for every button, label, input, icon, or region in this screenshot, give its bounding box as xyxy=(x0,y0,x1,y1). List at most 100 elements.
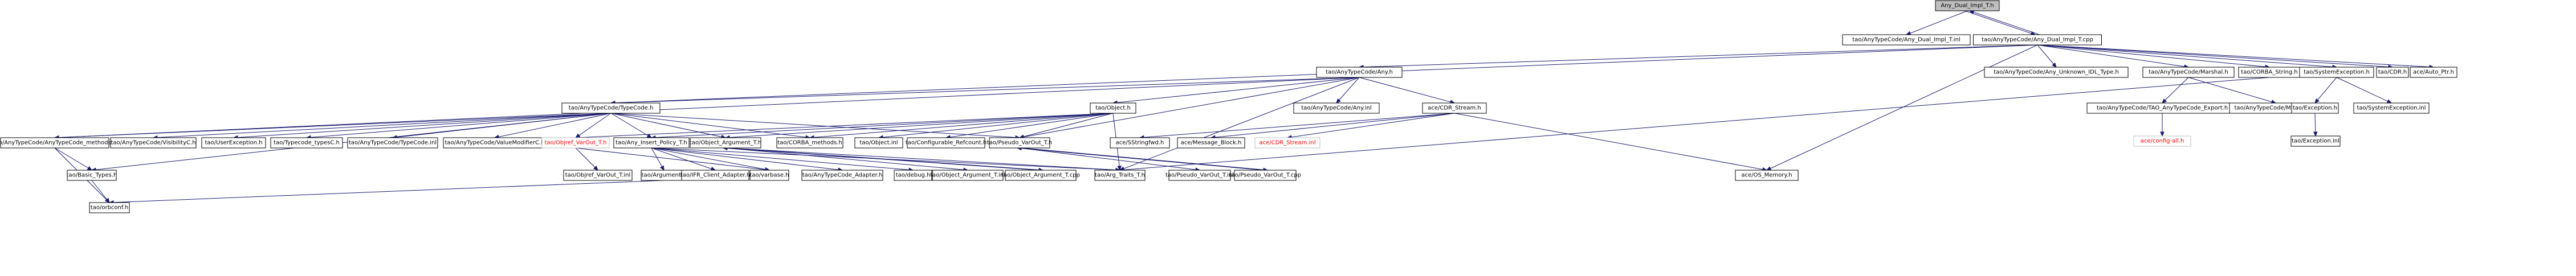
node-anytypecode_typecode_h[interactable]: tao/AnyTypeCode/TypeCode.h xyxy=(561,102,661,114)
node-box[interactable] xyxy=(854,137,903,149)
node-anytypecode_any_h[interactable]: tao/AnyTypeCode/Any.h xyxy=(1316,67,1403,78)
node-arg_traits_t_h[interactable]: tao/Arg_Traits_T.h xyxy=(1094,170,1146,181)
node-box[interactable] xyxy=(1168,170,1231,181)
node-box[interactable] xyxy=(563,170,633,181)
node-ace_auto_ptr_h[interactable]: ace/Auto_Ptr.h xyxy=(2410,67,2457,78)
node-box[interactable] xyxy=(776,137,843,149)
node-box[interactable] xyxy=(1234,170,1297,181)
node-box[interactable] xyxy=(2353,102,2430,114)
node-box[interactable] xyxy=(541,137,610,149)
node-box[interactable] xyxy=(894,170,932,181)
node-userexception_h[interactable]: tao/UserException.h xyxy=(201,137,266,149)
node-orbconf_h[interactable]: tao/orbconf.h xyxy=(89,202,130,213)
node-corba_methods_h[interactable]: tao/CORBA_methods.h xyxy=(776,137,843,149)
node-pseudo_varout_t_cpp[interactable]: tao/Pseudo_VarOut_T.cpp xyxy=(1229,170,1301,181)
node-objref_var_out_t_h[interactable]: tao/Objref_VarOut_T.h xyxy=(541,137,610,149)
edge-line xyxy=(2336,77,2392,104)
edge-arrowhead xyxy=(1905,31,1911,35)
node-anytypecode_adapter_h[interactable]: tao/AnyTypeCode_Adapter.h xyxy=(801,170,883,181)
node-ace_message_block_h[interactable]: ace/Message_Block.h xyxy=(1177,137,1245,149)
edge-exception_h-to-exception_inl xyxy=(2313,113,2318,137)
node-object_argument_t_cpp[interactable]: tao/Object_Argument_T.cpp xyxy=(1001,170,1080,181)
node-basic_types_h[interactable]: tao/Basic_Types.h xyxy=(67,170,117,181)
node-anytypecode_tao_anytypecode_export_h[interactable]: tao/AnyTypeCode/TAO_AnyTypeCode_Export.h xyxy=(2086,102,2238,114)
node-anytypecode_visibilityc_h[interactable]: tao/AnyTypeCode/VisibilityC.h xyxy=(110,137,197,149)
node-box[interactable] xyxy=(1984,67,2129,78)
node-box[interactable] xyxy=(2410,67,2457,78)
node-anytypecode_any_dual_impl_t_cpp[interactable]: tao/AnyTypeCode/Any_Dual_Impl_T.cpp xyxy=(1973,34,2102,46)
node-systemexception_h[interactable]: tao/SystemException.h xyxy=(2299,67,2374,78)
node-box[interactable] xyxy=(1973,34,2102,46)
node-box[interactable] xyxy=(110,137,197,149)
node-anytypecode_anytypecode_methods_h[interactable]: tao/AnyTypeCode/AnyTypeCode_methods.h xyxy=(0,137,116,149)
node-box[interactable] xyxy=(2142,67,2235,78)
node-typecode_typesc_h[interactable]: tao/Typecode_typesC.h xyxy=(270,137,343,149)
node-box[interactable] xyxy=(613,137,690,149)
node-ace_cdr_stream_h[interactable]: ace/CDR_Stream.h xyxy=(1422,102,1487,114)
node-ace_config_all_h[interactable]: ace/config-all.h xyxy=(2133,135,2191,147)
node-box[interactable] xyxy=(1110,137,1170,149)
node-anytypecode_typecode_inl[interactable]: tao/AnyTypeCode/TypeCode.inl xyxy=(347,137,438,149)
node-box[interactable] xyxy=(1735,170,1799,181)
node-box[interactable] xyxy=(989,137,1050,149)
node-exception_h[interactable]: tao/Exception.h xyxy=(2291,102,2339,114)
node-box[interactable] xyxy=(1293,102,1380,114)
node-anytypecode_any_inl[interactable]: tao/AnyTypeCode/Any.inl xyxy=(1293,102,1380,114)
node-box[interactable] xyxy=(1316,67,1403,78)
node-box[interactable] xyxy=(347,137,438,149)
node-box[interactable] xyxy=(681,170,749,181)
node-box[interactable] xyxy=(1422,102,1487,114)
node-box[interactable] xyxy=(270,137,343,149)
node-box[interactable] xyxy=(2299,67,2374,78)
node-box[interactable] xyxy=(1094,170,1146,181)
node-box[interactable] xyxy=(932,170,1004,181)
node-object_argument_t_h[interactable]: tao/Object_Argument_T.h xyxy=(690,137,761,149)
node-box[interactable] xyxy=(907,137,985,149)
node-anytypecode_valuemodifierc_h[interactable]: tao/AnyTypeCode/ValueModifierC.h xyxy=(443,137,547,149)
node-box[interactable] xyxy=(2133,135,2191,147)
node-ace_sstringfwd_h[interactable]: ace/SStringfwd.h xyxy=(1110,137,1170,149)
node-box[interactable] xyxy=(1254,137,1320,149)
node-box[interactable] xyxy=(561,102,661,114)
node-configurable_refcount_h[interactable]: tao/Configurable_Refcount.h xyxy=(906,137,987,149)
node-box[interactable] xyxy=(67,170,117,181)
node-objref_varout_t_inl[interactable]: tao/Objref_VarOut_T.inl xyxy=(563,170,633,181)
node-pseudo_varout_t_h[interactable]: tao/Pseudo_VarOut_T.h xyxy=(987,137,1052,149)
node-anytypecode_any_dual_impl_t_inl[interactable]: tao/AnyTypeCode/Any_Dual_Impl_T.inl xyxy=(1842,34,1971,46)
node-pseudo_varout_t_inl[interactable]: tao/Pseudo_VarOut_T.inl xyxy=(1165,170,1234,181)
node-object_h[interactable]: tao/Object.h xyxy=(1090,102,1136,114)
node-box[interactable] xyxy=(690,137,761,149)
node-box[interactable] xyxy=(201,137,266,149)
node-anytypecode_any_unknown_idl_type_h[interactable]: tao/AnyTypeCode/Any_Unknown_IDL_Type.h xyxy=(1984,67,2129,78)
edge-anytypecode_tao_anytypecode_export_h-to-ace_config_all_h xyxy=(2160,113,2165,137)
node-box[interactable] xyxy=(0,137,109,149)
node-exception_inl[interactable]: tao/Exception.inl xyxy=(2290,135,2341,147)
node-box[interactable] xyxy=(1842,34,1971,46)
node-any_insert_policy_t_h[interactable]: tao/Any_Insert_Policy_T.h xyxy=(613,137,690,149)
edge-anytypecode_any_dual_impl_t_cpp-to-systemexception_h xyxy=(2037,44,2338,69)
node-varbase_h[interactable]: tao/varbase.h xyxy=(749,170,789,181)
node-ace_os_memory_h[interactable]: ace/OS_Memory.h xyxy=(1735,170,1799,181)
node-box[interactable] xyxy=(801,170,883,181)
node-box[interactable] xyxy=(2290,135,2341,147)
node-label: tao/IFR_Client_Adapter.h xyxy=(680,172,750,179)
node-ifr_client_adapter_h[interactable]: tao/IFR_Client_Adapter.h xyxy=(680,170,750,181)
node-debug_h[interactable]: tao/debug.h xyxy=(894,170,932,181)
node-box[interactable] xyxy=(2291,102,2339,114)
node-corba_string_h[interactable]: tao/CORBA_String.h xyxy=(2238,67,2301,78)
node-cdr_h[interactable]: tao/CDR.h xyxy=(2376,67,2409,78)
node-box[interactable] xyxy=(2376,67,2409,78)
node-ace_cdr_stream_inl[interactable]: ace/CDR_Stream.inl xyxy=(1254,137,1320,149)
node-object_argument_t_inl[interactable]: tao/Object_Argument_T.inl xyxy=(930,170,1005,181)
node-box[interactable] xyxy=(1090,102,1136,114)
node-box[interactable] xyxy=(1005,170,1077,181)
edge-line xyxy=(494,113,612,138)
node-anytypecode_marshal_h[interactable]: tao/AnyTypeCode/Marshal.h xyxy=(2142,67,2235,78)
node-box[interactable] xyxy=(749,170,789,181)
node-box[interactable] xyxy=(89,202,130,213)
node-box[interactable] xyxy=(1177,137,1245,149)
edge-line xyxy=(1766,44,2038,171)
node-object_inl[interactable]: tao/Object.inl xyxy=(854,137,903,149)
node-label: tao/AnyTypeCode/TAO_AnyTypeCode_Export.h xyxy=(2097,105,2228,112)
node-systemexception_inl[interactable]: tao/SystemException.inl xyxy=(2353,102,2430,114)
